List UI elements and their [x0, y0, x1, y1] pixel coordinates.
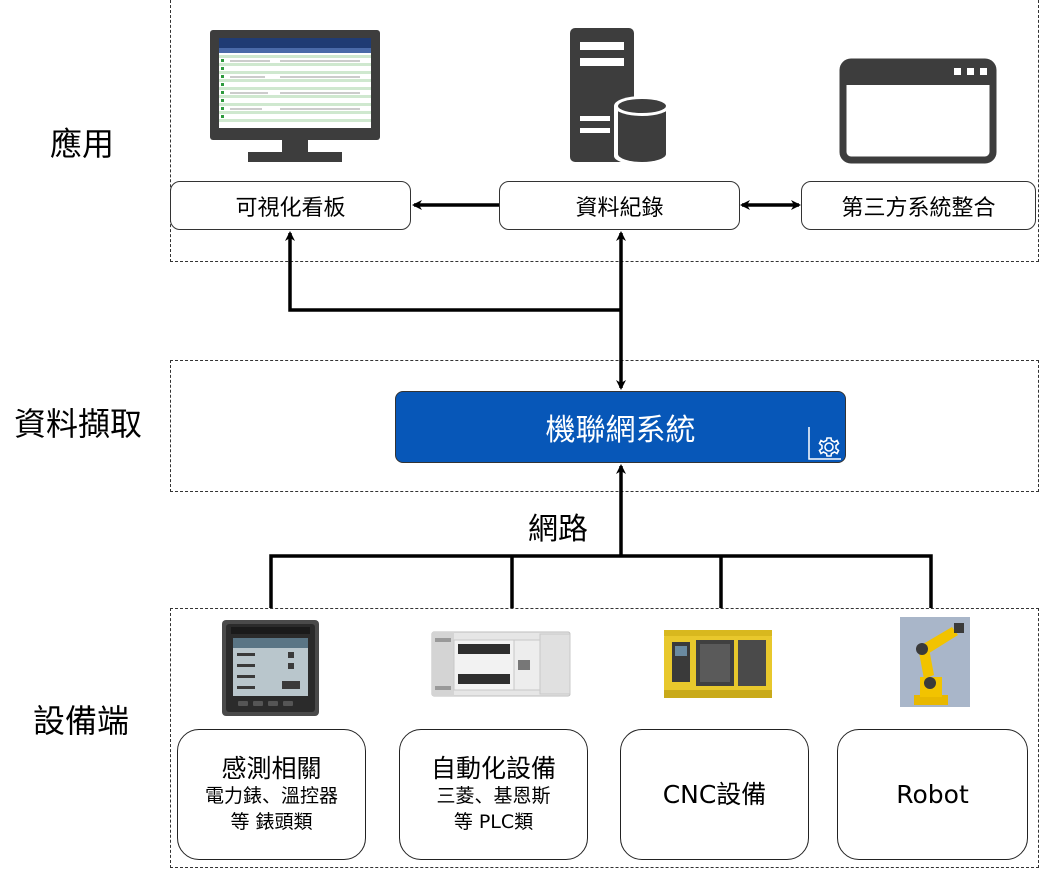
data-record-box[interactable]: 資料紀錄 [499, 181, 740, 230]
device-sub1-automation: 三菱、基恩斯 [436, 785, 551, 808]
core-system-label: 機聯網系統 [545, 413, 696, 448]
layer-label-device: 設備端 [33, 702, 130, 740]
cnc-machine-icon [664, 630, 772, 698]
power-meter-icon [222, 620, 319, 716]
device-title-cnc: CNC設備 [662, 779, 767, 809]
layer-label-application: 應用 [50, 125, 115, 163]
device-title-sensors: 感測相關 [221, 754, 322, 784]
core-system-box[interactable]: 機聯網系統 [395, 391, 846, 463]
device-box-automation[interactable]: 自動化設備 三菱、基恩斯 等 PLC類 [399, 729, 588, 860]
network-label: 網路 [528, 512, 588, 547]
device-box-sensors[interactable]: 感測相關 電力錶、溫控器 等 錶頭類 [177, 729, 366, 860]
device-sub1-sensors: 電力錶、溫控器 [204, 785, 338, 808]
plc-icon [431, 631, 571, 697]
application-zone [170, 0, 1039, 262]
device-box-robot[interactable]: Robot [837, 729, 1028, 860]
third-party-integration-box[interactable]: 第三方系統整合 [801, 181, 1036, 230]
layer-label-data-capture: 資料擷取 [14, 405, 143, 443]
device-title-automation: 自動化設備 [430, 754, 556, 784]
device-sub2-automation: 等 PLC類 [453, 811, 534, 834]
device-title-robot: Robot [896, 779, 969, 809]
dashboard-box[interactable]: 可視化看板 [170, 181, 411, 230]
device-box-cnc[interactable]: CNC設備 [620, 729, 809, 860]
monitor-dashboard-icon [210, 30, 380, 162]
gear-icon [808, 427, 841, 460]
app-window-icon [839, 58, 997, 164]
robot-arm-icon [900, 617, 970, 707]
server-database-icon [570, 28, 670, 165]
device-zone [170, 608, 1039, 868]
data-capture-zone [170, 360, 1039, 492]
device-sub2-sensors: 等 錶頭類 [230, 811, 313, 834]
